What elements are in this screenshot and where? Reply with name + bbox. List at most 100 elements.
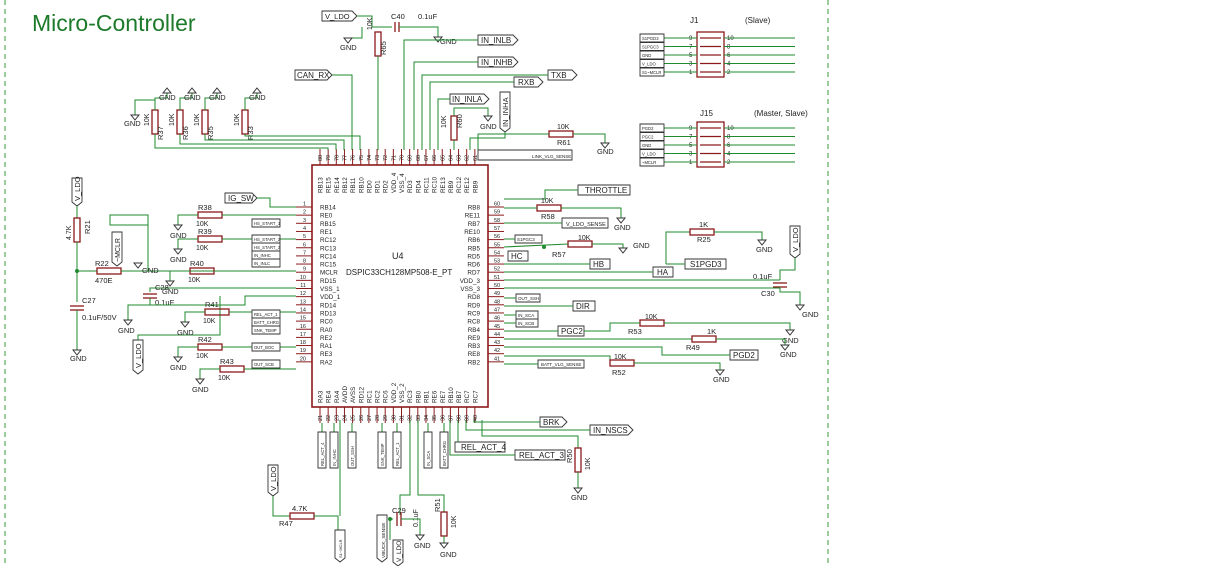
pin-number-left: 1	[303, 202, 306, 208]
small-net-text: REL_ACT_4	[320, 442, 325, 466]
connector-net-label	[639, 149, 665, 158]
dir-label	[572, 300, 596, 312]
gnd-text: GND	[124, 119, 141, 128]
small-net-text: REL_ACT_1	[395, 442, 400, 466]
mclr-text: ~MCLR	[115, 238, 122, 262]
rel-act-3-text: REL_ACT_3	[519, 451, 564, 460]
pin-number-bottom: 32	[408, 415, 414, 421]
pin-name-right: RB2	[468, 359, 481, 366]
small-net-label	[251, 359, 281, 369]
gnd-r52: GND	[713, 375, 730, 384]
pin-name-right: RC9	[467, 310, 480, 317]
gnd-symbol	[172, 356, 184, 363]
connector-net-label	[639, 33, 665, 43]
connector-pin-right: 2	[727, 160, 731, 166]
pin-name-left: MCLR	[320, 270, 338, 277]
ic-u4-body	[311, 164, 489, 408]
pin-name-left: RC13	[320, 245, 337, 252]
gnd-r58: GND	[614, 223, 631, 232]
pin-number-bottom: 22	[326, 415, 332, 421]
mclr-label	[111, 231, 123, 267]
pin-number-bottom: 25	[351, 415, 357, 421]
in-inla-text: IN_INLA	[452, 95, 483, 104]
pin-name-bottom: AVDD	[342, 386, 349, 403]
pin-name-bottom: VSS_2	[399, 383, 406, 403]
pin-name-top: RC11	[423, 177, 430, 193]
pin-name-top: RB11	[350, 177, 357, 193]
pin-name-right: VSS_3	[460, 286, 480, 293]
s1pgc3-text: S1PGC3	[517, 237, 535, 242]
pin-number-right: 57	[494, 226, 500, 232]
vldo-text-left: V_LDO	[73, 176, 82, 201]
in-nscs-text: IN_NSCS	[593, 426, 628, 435]
pin-name-top: RC10	[432, 176, 439, 193]
pin-name-top: VSS_4	[399, 173, 406, 193]
pin-number-bottom: 28	[375, 415, 381, 421]
connector-net-text: PGC2	[642, 135, 654, 140]
resistor-wire	[199, 368, 220, 379]
pgc2-text: PGC2	[561, 327, 583, 336]
resistor-wire	[184, 311, 205, 322]
connector-net-label	[639, 50, 665, 60]
connector-net-label	[639, 132, 665, 141]
r22-ref: R22	[95, 259, 109, 268]
connector-net-text: S1PGD3	[642, 36, 659, 41]
pin-number-right: 44	[494, 332, 500, 338]
r60-ref: R60	[455, 114, 464, 128]
sheet-title: Micro-Controller	[32, 10, 196, 36]
pins-bottom: 21RA322RE423RA424AVDD25AVSS26RD1227RC128…	[318, 382, 479, 423]
small-net-text: OUT_SCB	[254, 362, 274, 367]
connector-pin-right: 8	[727, 45, 731, 51]
pin-name-right: RB3	[468, 343, 481, 350]
in-inha-label	[499, 91, 511, 133]
small-net-label	[377, 431, 387, 469]
small-net-label	[392, 431, 402, 469]
in-inla-label	[449, 93, 490, 105]
pin-name-left: RA2	[320, 359, 333, 366]
pin-number-top: 67	[424, 155, 430, 161]
connector-net-text: V_LDO	[642, 152, 656, 157]
connector-net-label	[639, 140, 665, 150]
resistor-ref: R42	[198, 335, 212, 344]
pin-number-left: 10	[300, 275, 306, 281]
c28-val: 0.1uF	[155, 298, 175, 307]
resistor-ref: R36	[181, 126, 190, 140]
in-inha-text: IN_INHA	[501, 97, 510, 127]
pin-number-right: 47	[494, 307, 500, 313]
hb-text: HB	[593, 260, 604, 269]
pin-number-right: 51	[494, 275, 500, 281]
pin-name-bottom: RC6	[383, 390, 390, 403]
left-side-group: IG_SW V_LDO 4.7K R21 R22 470E ~MCLR C27 …	[66, 176, 296, 375]
small-net-text: BATT_CHRG	[442, 441, 447, 466]
gnd-symbol	[211, 87, 223, 94]
rxb-label	[513, 76, 544, 88]
resistor-ref: R40	[190, 259, 204, 268]
hc-text: HC	[511, 252, 523, 261]
pin-number-left: 18	[300, 340, 306, 346]
pin-name-bottom: RB10	[448, 387, 455, 403]
c27-val: 0.1uF/50V	[82, 313, 117, 322]
connector-pin-left: 1	[689, 70, 693, 76]
r47-ref: R47	[279, 519, 293, 528]
vldo-label-left2	[132, 339, 144, 375]
throttle-label	[577, 184, 631, 196]
pin-name-left: RA0	[320, 327, 333, 334]
connector-net-text: GND	[642, 53, 651, 58]
r21-ref: R21	[83, 220, 92, 234]
small-net-text: SNK_TEMP	[254, 328, 277, 333]
pin-name-right: RB7	[468, 221, 481, 228]
resistor-value: 10K	[144, 113, 151, 126]
pin-name-right: RE8	[468, 351, 481, 358]
pin-name-top: RD2	[383, 180, 390, 193]
pin-number-right: 48	[494, 299, 500, 305]
pin-name-left: RC14	[320, 253, 337, 260]
pin-number-top: 63	[457, 155, 463, 161]
pin-number-bottom: 29	[383, 415, 389, 421]
pin-name-top: RD3	[407, 180, 414, 193]
pin-name-right: RD9	[467, 302, 480, 309]
rel-act-4-text: REL_ACT_4	[461, 443, 506, 452]
resistor-value: 10K	[234, 113, 241, 126]
